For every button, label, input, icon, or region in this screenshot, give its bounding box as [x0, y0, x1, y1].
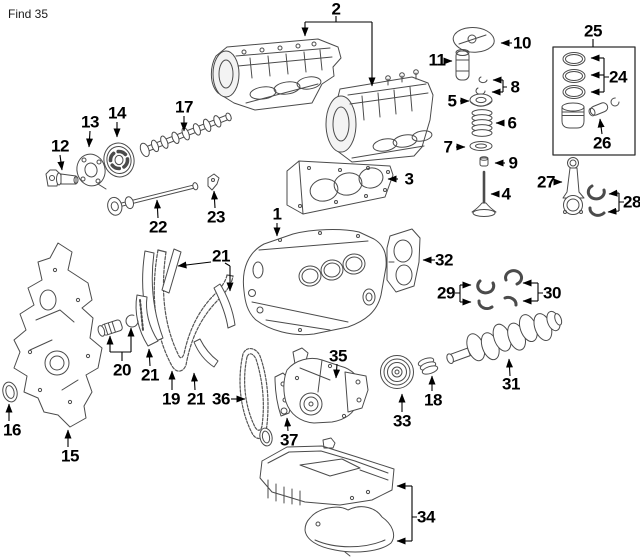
oil-pan-baffle-drawing — [304, 506, 395, 557]
callout-37[interactable]: 37 — [280, 430, 298, 450]
callout-28[interactable]: 28 — [623, 192, 640, 212]
callout-11[interactable]: 11 — [428, 50, 446, 70]
cylinder-head-right-drawing — [325, 69, 434, 163]
connecting-rod-drawing — [562, 157, 585, 215]
leader-21a-bracket — [224, 262, 231, 267]
main-bearings-29-drawing — [476, 279, 496, 311]
leader-2-bracket — [305, 16, 372, 23]
spring-retainer-drawing — [469, 93, 493, 107]
callout-20[interactable]: 20 — [113, 360, 131, 380]
find-part-label: Find 35 — [8, 7, 49, 21]
crankshaft-drawing — [446, 310, 563, 364]
valve-drawing — [471, 170, 497, 217]
callout-21-bottom[interactable]: 21 — [187, 389, 205, 409]
callout-5[interactable]: 5 — [447, 91, 457, 111]
piston-pin-drawing — [588, 102, 609, 117]
engine-block-drawing — [242, 229, 387, 336]
leader-28-bracket — [618, 193, 624, 211]
timing-cover-drawing — [13, 242, 103, 428]
callout-16[interactable]: 16 — [3, 420, 21, 440]
leader-34-bracket — [411, 486, 417, 541]
chain-guide-rails-drawing — [135, 248, 236, 368]
snap-ring-drawing — [610, 97, 620, 107]
camshaft-drawing — [139, 112, 232, 158]
callout-22[interactable]: 22 — [149, 217, 167, 237]
callout-18[interactable]: 18 — [424, 390, 442, 410]
rod-bearings-drawing — [586, 184, 606, 217]
callout-36[interactable]: 36 — [212, 389, 230, 409]
callout-35[interactable]: 35 — [329, 346, 347, 366]
head-gasket-drawing — [286, 160, 394, 215]
callout-34[interactable]: 34 — [417, 507, 435, 527]
piston-drawing — [561, 102, 585, 129]
chain-tensioner-drawing — [97, 314, 139, 337]
callout-23[interactable]: 23 — [207, 207, 225, 227]
callout-6[interactable]: 6 — [507, 113, 517, 133]
camshaft-flange-drawing — [76, 153, 107, 190]
leader-29-bracket — [455, 285, 461, 302]
callout-8[interactable]: 8 — [510, 77, 520, 97]
main-bearings-30-drawing — [503, 269, 524, 307]
front-seal-drawing — [2, 381, 18, 403]
callout-31[interactable]: 31 — [502, 374, 520, 394]
oil-pump-drawing — [283, 347, 369, 424]
leader-lines — [5, 16, 624, 545]
callout-14[interactable]: 14 — [108, 103, 126, 123]
camshaft-gear-drawing — [103, 142, 135, 178]
piston-rings-drawing — [562, 52, 586, 99]
callout-13[interactable]: 13 — [81, 112, 99, 132]
callout-27[interactable]: 27 — [537, 172, 555, 192]
seal-ring-drawing — [259, 427, 273, 447]
callout-30[interactable]: 30 — [543, 283, 561, 303]
valve-lifter-drawing — [455, 49, 470, 81]
valve-keepers-drawing — [475, 76, 488, 95]
crank-pulley-drawing — [380, 355, 414, 389]
leader-30-bracket — [537, 283, 543, 301]
callout-15[interactable]: 15 — [61, 446, 79, 466]
end-plate-drawing — [386, 228, 421, 293]
callout-33[interactable]: 33 — [393, 411, 411, 431]
callout-21-left[interactable]: 21 — [141, 365, 159, 385]
callout-24[interactable]: 24 — [609, 67, 627, 87]
piston-kit-box-drawing — [552, 46, 636, 156]
callout-2[interactable]: 2 — [331, 0, 341, 19]
leader-20-bracket — [110, 351, 131, 361]
shaft-key-drawing — [207, 173, 220, 191]
callout-1[interactable]: 1 — [272, 204, 282, 224]
callout-7[interactable]: 7 — [443, 137, 453, 157]
callout-21-top[interactable]: 21 — [212, 246, 230, 266]
rocker-arm-drawing — [452, 27, 495, 53]
balance-shaft-drawing — [107, 182, 199, 216]
valve-spring-drawing — [471, 109, 493, 137]
crank-sprocket-drawing — [417, 357, 439, 375]
callout-12[interactable]: 12 — [51, 136, 69, 156]
cylinder-head-left-drawing — [210, 38, 342, 111]
spring-seat-drawing — [469, 141, 493, 151]
valve-stem-seal-drawing — [479, 156, 489, 167]
callout-26[interactable]: 26 — [593, 133, 611, 153]
callout-10[interactable]: 10 — [513, 33, 531, 53]
callout-19[interactable]: 19 — [162, 389, 180, 409]
oil-pump-chain-drawing — [239, 348, 269, 440]
callout-17[interactable]: 17 — [175, 97, 193, 117]
callout-3[interactable]: 3 — [404, 169, 414, 189]
bolt-drawing — [45, 169, 79, 187]
callout-29[interactable]: 29 — [437, 283, 455, 303]
oil-pan-drawing — [259, 437, 395, 506]
leader-8-bracket — [502, 80, 507, 92]
callout-9[interactable]: 9 — [508, 153, 518, 173]
callout-4[interactable]: 4 — [501, 184, 511, 204]
timing-chain-drawing — [153, 249, 234, 372]
callout-25[interactable]: 25 — [584, 21, 602, 41]
callout-32[interactable]: 32 — [435, 250, 453, 270]
